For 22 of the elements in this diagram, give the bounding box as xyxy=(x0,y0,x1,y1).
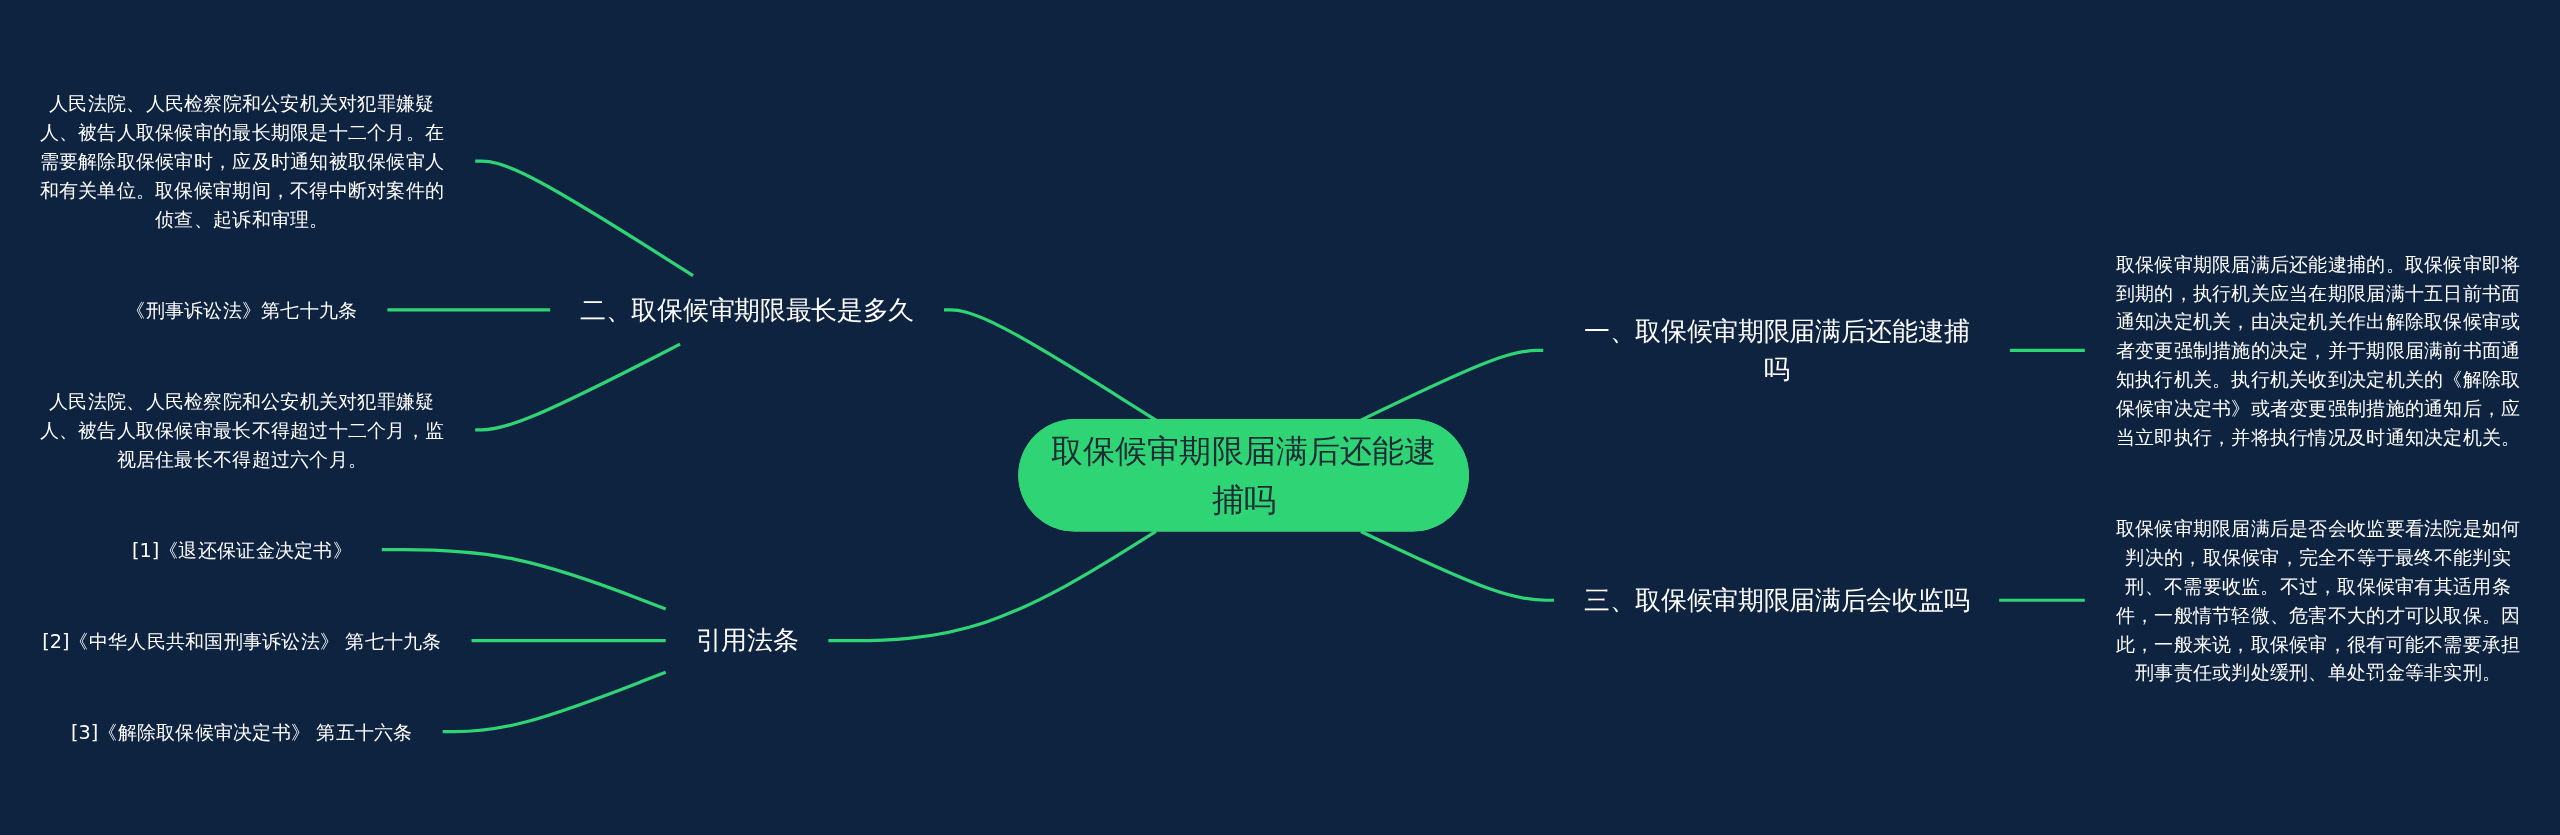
connector xyxy=(442,670,667,734)
node-text: 二、取保候审期限最长是多久 xyxy=(580,294,914,325)
connector xyxy=(2009,348,2085,352)
node-text: 三、取保候审期限届满后会收监吗 xyxy=(1583,585,1970,616)
node-text: [1]《退还保证金决定书》 xyxy=(131,538,352,561)
node-text: 取保候审期限届满后是否会收监要看法院是如何判决的，取保候审，完全不等于最终不能判实刑、不需要收监。不过，取保候审有其适用条件，一般情节轻微、危害不大的才可以取保。因此，一般来说，取保候审，很有可能不需要承担刑事责任或判处缓刑、单处罚金等非实刑。 xyxy=(2115,516,2521,684)
connector xyxy=(1999,598,2085,602)
node-text: 引用法条 xyxy=(695,625,799,656)
connector xyxy=(387,308,551,312)
connector xyxy=(381,548,667,611)
connector xyxy=(1360,530,1554,602)
connector xyxy=(475,342,681,432)
node-text: 取保候审期限届满后还能逮捕的。取保候审即将到期的，执行机关应当在期限届满十五日前书面通知决定机关，由决定机关作出解除取保候审或者变更强制措施的决定，并于期限届满前书面通知执行机关。执行机关收到决定机关的《解除取保候审决定书》或者变更强制措施的通知后，应当立即执行，并将执行情况及时通知决定机关。 xyxy=(2115,252,2521,449)
node-text: [2]《中华人民共和国刑事诉讼法》 第七十九条 xyxy=(42,629,442,652)
node-text: 一、取保候审期限届满后还能逮捕吗 xyxy=(1583,316,1970,385)
node-text: [3]《解除取保候审决定书》 第五十六条 xyxy=(71,720,413,743)
connector xyxy=(471,639,666,643)
node-text: 《刑事诉讼法》第七十九条 xyxy=(126,298,358,322)
node-text: 人民法院、人民检察院和公安机关对犯罪嫌疑人、被告人取保候审的最长期限是十二个月。在需要解除取保候审时，应及时通知被取保候审人和有关单位。取保候审期间，不得中断对案件的侦查、起诉和审理。 xyxy=(39,92,445,231)
connector xyxy=(475,159,694,278)
connector xyxy=(828,530,1157,643)
node-text: 人民法院、人民检察院和公安机关对犯罪嫌疑人、被告人取保候审最长不得超过十二个月，监视居住最长不得超过六个月。 xyxy=(39,389,445,470)
